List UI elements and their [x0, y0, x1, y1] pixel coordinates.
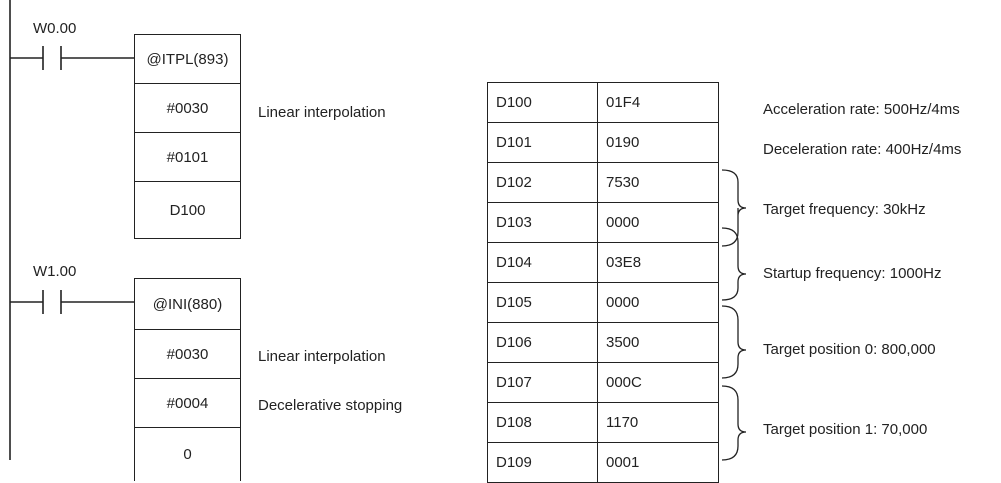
- ini-operand-1-text: #0030: [166, 345, 209, 363]
- memory-address-cell: D109: [487, 442, 598, 483]
- itpl-instruction-box: @ITPL(893): [134, 34, 241, 84]
- memory-address-cell: D106: [487, 322, 598, 363]
- brace-target-position-1: [721, 385, 747, 461]
- ini-operand-2: #0004: [134, 378, 241, 428]
- memory-address-cell: D101: [487, 122, 598, 163]
- memory-value-cell: 3500: [597, 322, 719, 363]
- ini-instruction-label: @INI(880): [152, 295, 223, 313]
- memory-value-cell: 0001: [597, 442, 719, 483]
- itpl-operand-3: D100: [134, 181, 241, 239]
- contact-w100: [42, 290, 62, 314]
- memory-value-cell: 03E8: [597, 242, 719, 283]
- ini-operand-3-text: 0: [183, 445, 192, 463]
- itpl-operand-1: #0030: [134, 83, 241, 133]
- memory-address-cell: D104: [487, 242, 598, 283]
- memory-value-cell: 0000: [597, 202, 719, 243]
- itpl-operand-1-text: #0030: [166, 99, 209, 117]
- memory-value-cell: 1170: [597, 402, 719, 443]
- annotation-target-frequency: Target frequency: 30kHz: [763, 201, 926, 218]
- brace-target-frequency: [721, 169, 747, 247]
- memory-address-cell: D105: [487, 282, 598, 323]
- annotation-target-position-1: Target position 1: 70,000: [763, 421, 928, 438]
- memory-value-cell: 01F4: [597, 82, 719, 123]
- ini-operand-3: 0: [134, 427, 241, 481]
- memory-address-cell: D102: [487, 162, 598, 203]
- memory-address-cell: D107: [487, 362, 598, 403]
- itpl-operand-2-text: #0101: [166, 148, 209, 166]
- brace-target-position-0: [721, 305, 747, 379]
- ini-operand-1: #0030: [134, 329, 241, 379]
- itpl-operand-2: #0101: [134, 132, 241, 182]
- brace-startup-frequency: [721, 227, 747, 301]
- ini-comment-1: Linear interpolation: [258, 348, 386, 365]
- contact-label-w100: W1.00: [33, 263, 77, 280]
- memory-value-cell: 0000: [597, 282, 719, 323]
- memory-address-cell: D100: [487, 82, 598, 123]
- annotation-startup-frequency: Startup frequency: 1000Hz: [763, 265, 942, 282]
- annotation-target-position-0: Target position 0: 800,000: [763, 341, 936, 358]
- ini-comment-2: Decelerative stopping: [258, 397, 403, 414]
- itpl-instruction-label: @ITPL(893): [146, 50, 229, 68]
- memory-value-cell: 0190: [597, 122, 719, 163]
- ini-instruction-box: @INI(880): [134, 278, 241, 330]
- itpl-operand-3-text: D100: [169, 201, 206, 219]
- annotation-acceleration: Acceleration rate: 500Hz/4ms: [763, 101, 960, 118]
- annotation-deceleration: Deceleration rate: 400Hz/4ms: [763, 141, 962, 158]
- contact-w000: [42, 46, 62, 70]
- contact-label-w000: W0.00: [33, 20, 77, 37]
- memory-value-cell: 7530: [597, 162, 719, 203]
- itpl-comment-1: Linear interpolation: [258, 104, 386, 121]
- ini-operand-2-text: #0004: [166, 394, 209, 412]
- memory-value-cell: 000C: [597, 362, 719, 403]
- memory-address-cell: D108: [487, 402, 598, 443]
- memory-address-cell: D103: [487, 202, 598, 243]
